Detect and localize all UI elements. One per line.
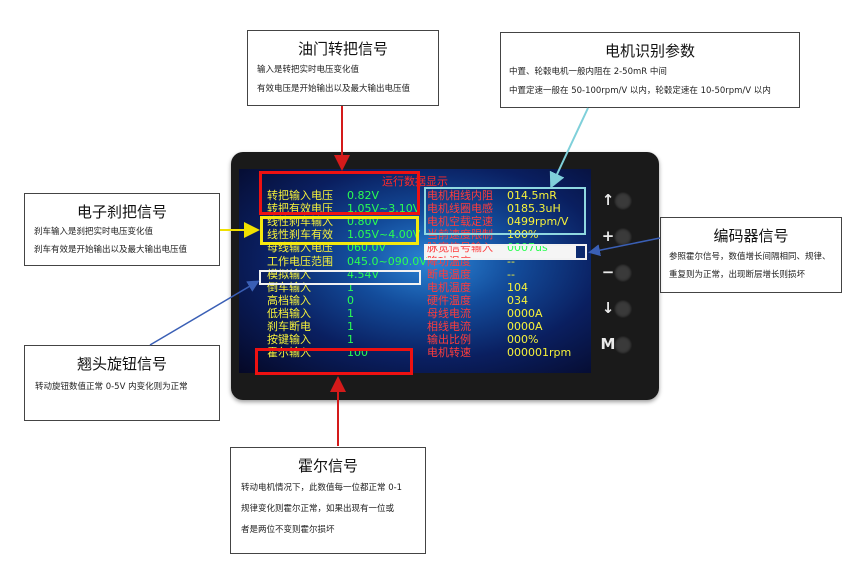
callout-title: 编码器信号 (713, 227, 789, 245)
right-param-value: -- (507, 267, 515, 281)
callout-title: 霍尔信号 (297, 457, 358, 475)
right-param-label: 电机转速 (427, 346, 471, 360)
left-param-value: 0.82V (347, 189, 380, 202)
right-param-label: 电机线圈电感 (427, 202, 493, 216)
callout-encoder: 编码器信号 参照霍尔信号，数值增长间隔相同、规律、 重复则为正常，出现断层增长则… (660, 217, 842, 293)
left-param-value: 1 (347, 306, 354, 320)
left-param-value: 1.05V~3.10V (347, 202, 421, 216)
right-param-label: 电机温度 (427, 280, 471, 294)
left-param-value: 1 (347, 333, 354, 347)
arrow-down-button[interactable] (614, 300, 632, 318)
right-param-label: 母线电流 (427, 306, 471, 320)
screen-title: 运行数据显示 (382, 175, 448, 188)
callout-line: 重复则为正常，出现断层增长则损坏 (669, 270, 806, 280)
right-param-value: -- (507, 254, 515, 268)
callout-line: 中置定速一般在 50-100rpm/V 以内，轮毂定速在 10-50rpm/V … (509, 86, 771, 96)
callout-title: 油门转把信号 (297, 40, 388, 58)
highlight-motor-frame (424, 187, 586, 235)
left-param-label: 工作电压范围 (267, 254, 333, 268)
right-param-value: 0000A (507, 306, 543, 320)
right-param-value: 000001rpm (507, 346, 572, 360)
callout-line: 规律变化则霍尔正常，如果出现有一位或 (241, 504, 395, 514)
left-param-label: 按键输入 (267, 333, 311, 347)
right-param-label: 输出比例 (427, 333, 471, 347)
right-param-label: 断电温度 (427, 267, 471, 281)
callout-knob: 翘头旋钮信号 转动旋钮数值正常 0-5V 内变化则为正常 (24, 345, 220, 421)
highlight-hall-frame (255, 348, 413, 375)
mode-icon: M (600, 335, 616, 353)
arrow-up-button[interactable] (614, 192, 632, 210)
left-param-label: 刹车断电 (267, 320, 311, 333)
callout-brake: 电子刹把信号 刹车输入是刹把实时电压变化值 刹车有效是开始输出以及最大输出电压值 (24, 193, 220, 266)
left-param-label: 低档输入 (267, 306, 311, 320)
callout-title: 翘头旋钮信号 (76, 355, 167, 373)
left-param-value: 0 (347, 293, 354, 307)
right-param-label: 相线电流 (427, 320, 471, 333)
callout-hall: 霍尔信号 转动电机情况下，此数值每一位都正常 0-1 规律变化则霍尔正常，如果出… (230, 447, 426, 554)
right-param-label: 电机相线内阻 (427, 189, 493, 202)
right-param-value: 0499rpm/V (507, 215, 569, 229)
right-param-value: 014.5mR (507, 189, 557, 202)
highlight-brake-frame (260, 216, 419, 245)
callout-throttle: 油门转把信号 输入是转把实时电压变化值 有效电压是开始输出以及最大输出电压值 (247, 30, 439, 106)
arrow-down-icon: ↓ (601, 299, 615, 317)
callout-line: 刹车有效是开始输出以及最大输出电压值 (34, 245, 188, 255)
left-param-label: 转把有效电压 (267, 202, 333, 216)
highlight-throttle-frame (259, 171, 420, 215)
callout-motor: 电机识别参数 中置、轮毂电机一般内阻在 2-50mR 中间 中置定速一般在 50… (500, 32, 800, 108)
highlight-analog-frame (259, 270, 421, 285)
left-param-label: 线性刹车有效 (267, 228, 333, 242)
right-param-label: 电机空载定速 (427, 215, 493, 229)
left-param-label: 转把输入电压 (267, 189, 333, 202)
callout-line: 转动电机情况下，此数值每一位都正常 0-1 (241, 483, 403, 493)
right-param-label: 硬件温度 (427, 293, 471, 307)
right-param-value: 0185.3uH (507, 202, 561, 216)
mode-button[interactable] (614, 336, 632, 354)
left-param-value: 1 (347, 320, 354, 333)
left-param-value: 1 (347, 280, 354, 294)
callout-title: 电子刹把信号 (76, 203, 167, 221)
left-param-value: 045.0~090.0V (347, 254, 427, 268)
minus-button[interactable] (614, 264, 632, 282)
selection-bar (426, 246, 576, 259)
callout-line: 有效电压是开始输出以及最大输出电压值 (257, 84, 411, 94)
right-param-value: 000% (507, 333, 539, 347)
minus-icon: − (601, 263, 615, 281)
callout-line: 转动旋钮数值正常 0-5V 内变化则为正常 (35, 382, 188, 392)
highlight-encoder-frame (424, 244, 587, 260)
callout-line: 者是两位不变则霍尔损坏 (241, 525, 335, 535)
right-param-value: 0000A (507, 320, 543, 333)
callout-line: 中置、轮毂电机一般内阻在 2-50mR 中间 (509, 67, 667, 77)
right-param-value: 104 (507, 280, 528, 294)
callout-line: 刹车输入是刹把实时电压变化值 (34, 227, 154, 237)
left-param-label: 高档输入 (267, 293, 311, 307)
callout-title: 电机识别参数 (604, 42, 695, 60)
callout-line: 参照霍尔信号，数值增长间隔相同、规律、 (669, 252, 831, 262)
plus-icon: + (601, 227, 615, 245)
right-param-value: 034 (507, 293, 528, 307)
right-param-label: 降功温度 (427, 254, 471, 268)
left-param-value: 1.05V~4.00V (347, 228, 421, 242)
arrow-up-icon: ↑ (601, 191, 615, 209)
callout-line: 输入是转把实时电压变化值 (257, 65, 360, 75)
